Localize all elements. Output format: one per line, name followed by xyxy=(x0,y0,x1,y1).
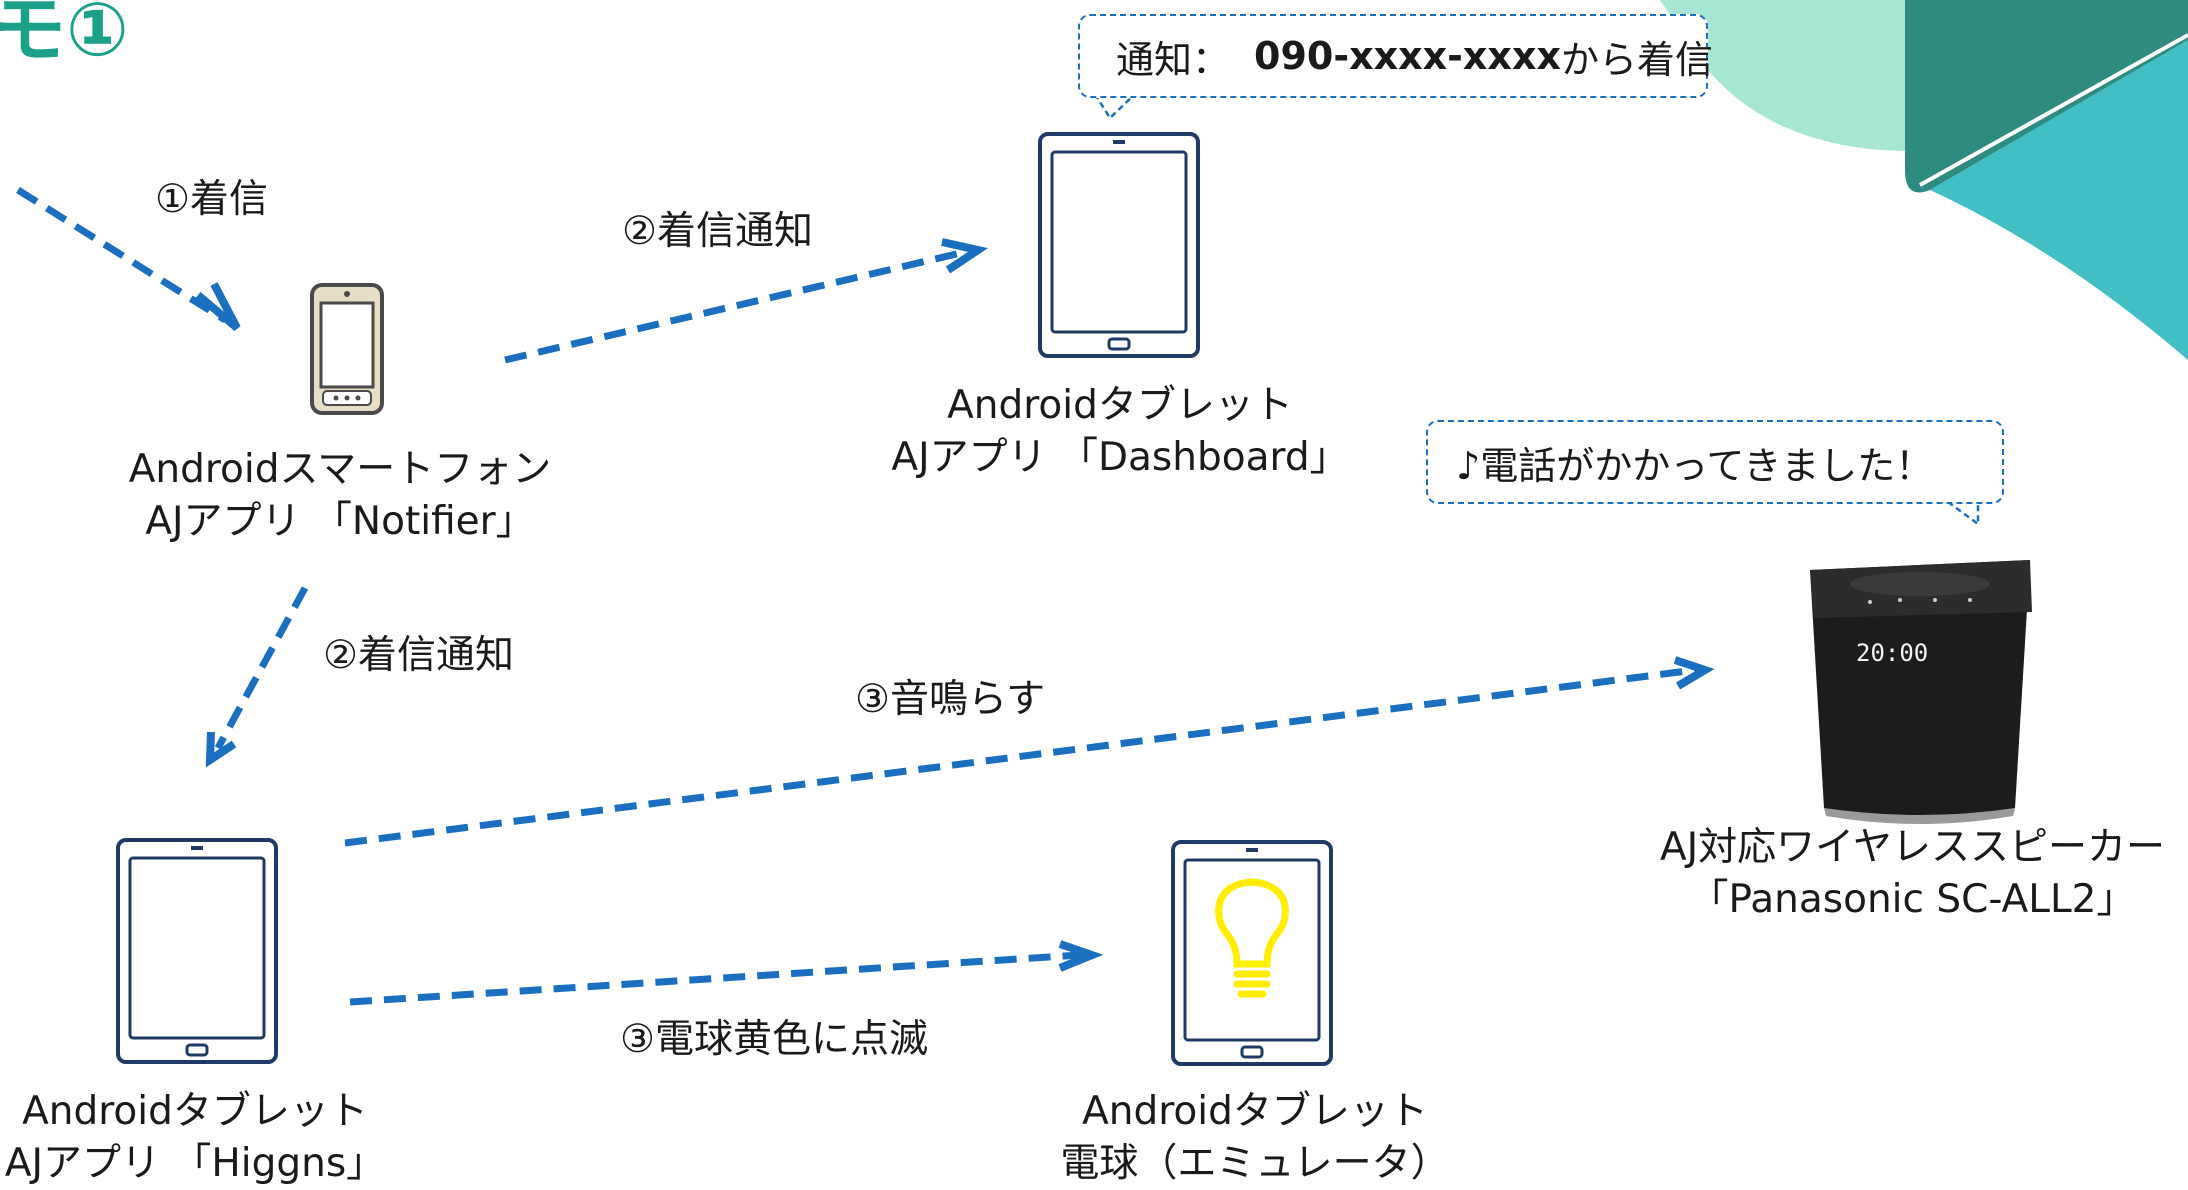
caption-dashboard-line2: AJアプリ 「Dashboard」 xyxy=(891,435,1349,480)
caption-dashboard: Androidタブレット AJアプリ 「Dashboard」 xyxy=(880,380,1360,484)
bubble-tail-notification xyxy=(1093,93,1136,120)
caption-speaker-line2: 「Panasonic SC-ALL2」 xyxy=(1689,877,2136,922)
teal-shape xyxy=(1905,0,2188,193)
smartphone-icon xyxy=(310,283,384,415)
speaker-icon xyxy=(1810,560,2032,824)
caption-smartphone-line2: AJアプリ 「Notifier」 xyxy=(145,499,535,544)
speaker-message: ♪電話がかかってきました！ xyxy=(1456,443,1934,488)
step-notify-higgns: ②着信通知 xyxy=(323,633,514,678)
step-notify-dashboard: ②着信通知 xyxy=(622,209,813,254)
arrowhead-dashboard xyxy=(941,238,989,274)
arrow-higgns-to-speaker xyxy=(344,666,1696,847)
arrow-phone-to-dashboard xyxy=(504,248,966,364)
speaker-display: 20:00 xyxy=(1856,639,1928,667)
tablet-icon-bulb xyxy=(1171,840,1333,1066)
caption-higgns-line2: AJアプリ 「Higgns」 xyxy=(4,1141,386,1186)
cyan-shape xyxy=(1930,40,2188,360)
caption-speaker: AJ対応ワイヤレススピーカー 「Panasonic SC-ALL2」 xyxy=(1640,822,2185,926)
arrow-higgns-to-bulb xyxy=(349,951,1081,1006)
arrowhead-bulb xyxy=(1058,940,1104,972)
bubble-tail-speaker xyxy=(1947,500,1980,527)
logo-text: モ① xyxy=(0,0,129,73)
speaker-message-bubble: ♪電話がかかってきました！ xyxy=(1426,420,2004,504)
caption-smartphone-line1: Androidスマートフォン xyxy=(128,447,552,492)
notification-bubble: 通知： 090-xxxx-xxxx から着信 xyxy=(1078,14,1713,98)
notification-number: 090-xxxx-xxxx xyxy=(1254,34,1561,78)
arrowheads xyxy=(195,238,1715,972)
caption-higgns: Androidタブレット AJアプリ 「Higgns」 xyxy=(0,1086,400,1190)
arrowhead-speaker xyxy=(1673,656,1715,690)
arrowhead-incoming xyxy=(195,282,241,332)
arrows xyxy=(16,187,1696,1006)
caption-dashboard-line1: Androidタブレット xyxy=(947,383,1293,428)
step-blink-bulb: ③電球黄色に点滅 xyxy=(620,1017,928,1062)
step-ring-speaker: ③音鳴らす xyxy=(855,677,1046,722)
caption-bulb: Androidタブレット 電球（エミュレータ） xyxy=(1060,1086,1450,1190)
tablet-icon-higgns xyxy=(116,838,278,1064)
arrowhead-higgns xyxy=(205,731,237,768)
lightbulb-icon xyxy=(1215,878,1289,998)
notification-prefix: 通知： xyxy=(1116,37,1231,82)
caption-bulb-line1: Androidタブレット xyxy=(1082,1089,1428,1134)
arrow-incoming xyxy=(16,187,227,323)
tablet-icon-dashboard xyxy=(1038,132,1200,358)
caption-speaker-line1: AJ対応ワイヤレススピーカー xyxy=(1659,825,2165,870)
caption-smartphone: Androidスマートフォン AJアプリ 「Notifier」 xyxy=(120,444,560,548)
arrow-phone-to-higgns xyxy=(214,586,309,750)
step-incoming: ①着信 xyxy=(155,177,268,222)
caption-higgns-line1: Androidタブレット xyxy=(22,1089,368,1134)
caption-bulb-line2: 電球（エミュレータ） xyxy=(1060,1141,1450,1186)
notification-suffix: から着信 xyxy=(1560,37,1713,82)
